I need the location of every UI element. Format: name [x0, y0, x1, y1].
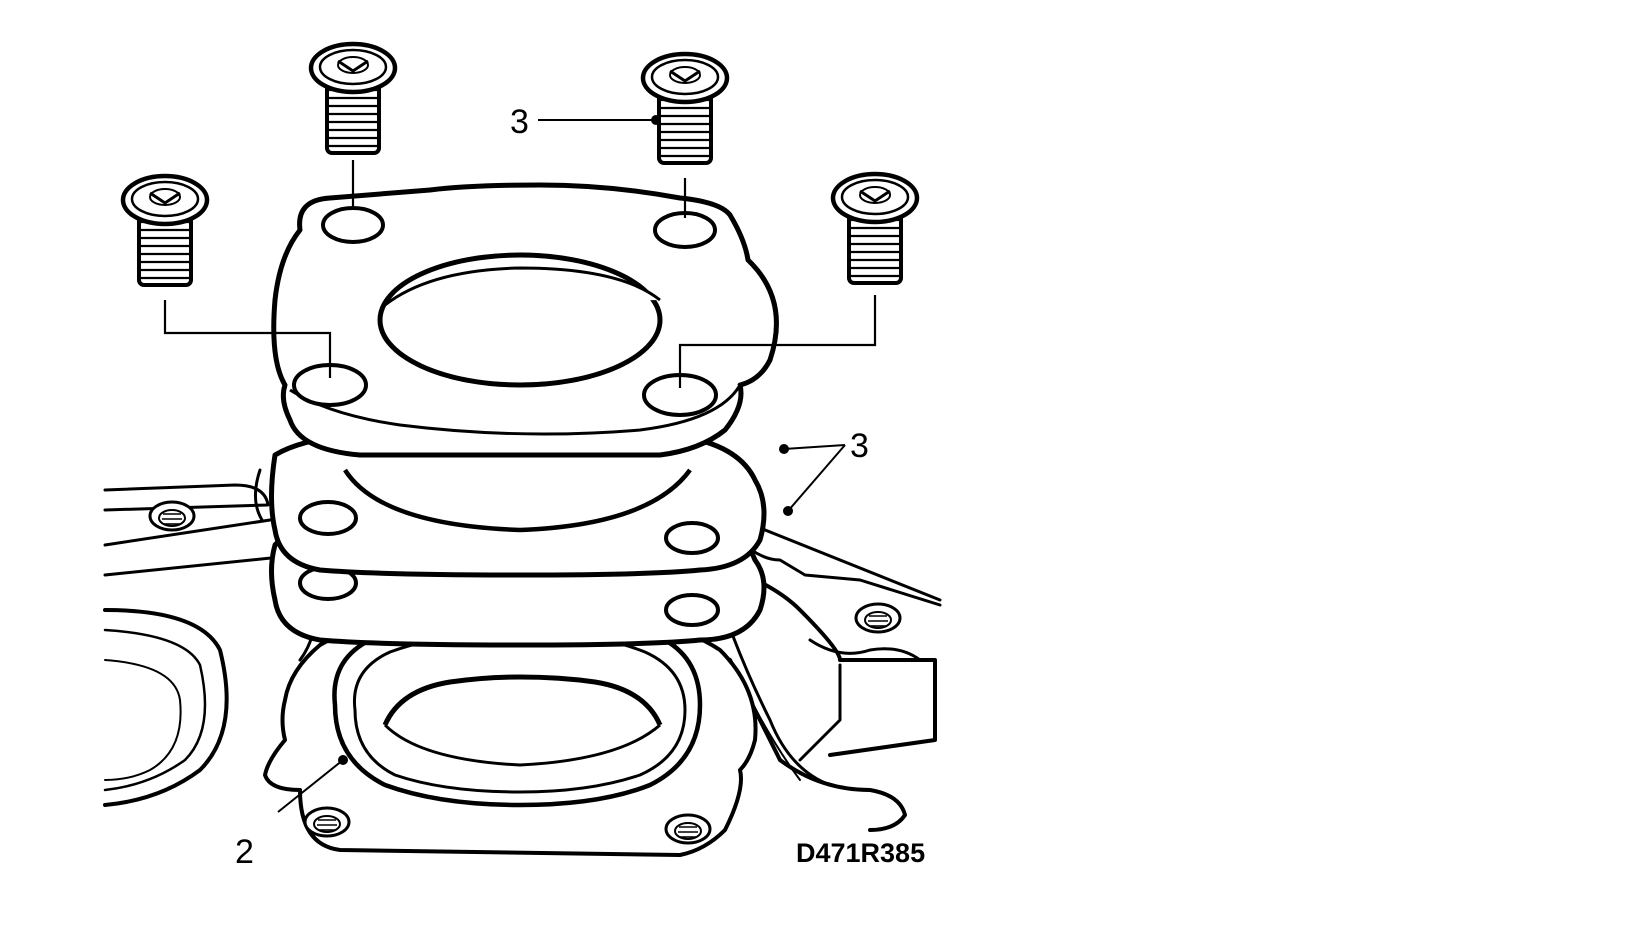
callout-label-shims: 3: [850, 427, 869, 465]
gasket-flange: [263, 608, 758, 857]
callout-dots: [338, 115, 793, 765]
retaining-plate: [271, 182, 779, 458]
callout-leaders: [277, 119, 846, 813]
drawing-reference-code: D471R385: [796, 838, 925, 868]
engine-block-casting: [103, 468, 942, 832]
bolt-top-right: [643, 54, 727, 163]
callout-label-gasket: 2: [235, 833, 254, 871]
bolt-top-left: [311, 44, 395, 153]
bolt-left: [123, 176, 207, 285]
bolt-alignment-lines: [163, 160, 877, 388]
callout-label-bolts: 3: [510, 103, 529, 141]
bolt-right: [833, 174, 917, 283]
